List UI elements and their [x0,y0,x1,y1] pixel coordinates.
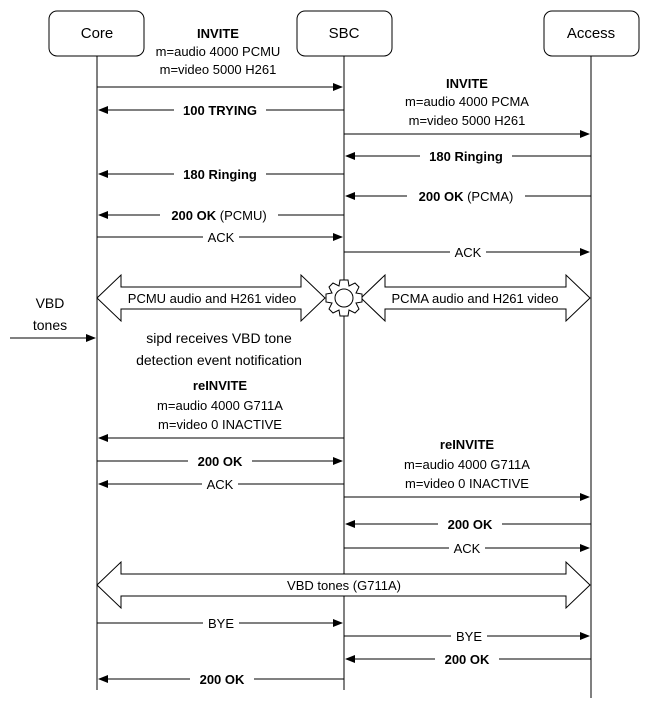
bye-core-label: BYE [208,616,234,631]
bye-access-label: BYE [456,629,482,644]
ack2-sbc-to-access: ACK [344,540,590,556]
media-left-label: PCMU audio and H261 video [128,291,296,306]
ringing-access-to-sbc: 180 Ringing [345,148,591,164]
invite2-title: INVITE [446,76,488,91]
trying-label: 100 TRYING [183,103,257,118]
invite1-sdp-video: m=video 5000 H261 [160,62,277,77]
ringing-core-label: 180 Ringing [183,167,257,182]
ok3-access-label: 200 OK [445,652,490,667]
ok2-core-label: 200 OK [198,454,243,469]
core-label: Core [81,25,114,42]
vbd-label-line2: tones [33,317,67,333]
ok3-sbc-to-core: 200 OK [98,671,344,687]
ringing-access-label: 180 Ringing [429,149,503,164]
ack-core-label: ACK [208,230,235,245]
reinvite-sbc-to-access: reINVITE m=audio 4000 G711A m=video 0 IN… [344,437,590,501]
ok2-core-to-sbc: 200 OK [97,453,343,469]
participant-core: Core [48,10,145,57]
media-stream-sbc-access: PCMA audio and H261 video [360,273,591,323]
reinvite-core-sdp-audio: m=audio 4000 G711A [157,398,283,413]
ack2-sbc-to-core: ACK [98,476,344,492]
ringing-sbc-to-core: 180 Ringing [98,166,344,182]
ok3-access-to-sbc: 200 OK [345,651,591,667]
invite2-sdp-video: m=video 5000 H261 [409,113,526,128]
reinvite-access-sdp-video: m=video 0 INACTIVE [405,476,529,491]
detection-note: sipd receives VBD tone detection event n… [136,330,302,368]
ok-core-label: 200 OK (PCMU) [171,208,266,223]
media-stream-core-sbc: PCMU audio and H261 video [96,273,326,323]
ok-access-label: 200 OK (PCMA) [419,189,514,204]
invite2-sdp-audio: m=audio 4000 PCMA [405,94,529,109]
ok2-access-label: 200 OK [448,517,493,532]
vbd-stream: VBD tones (G711A) [96,560,591,610]
invite-core-to-sbc: INVITE m=audio 4000 PCMU m=video 5000 H2… [97,26,343,91]
media-right-arrow [360,273,591,323]
bye-sbc-to-access: BYE [344,628,590,644]
media-right-label: PCMA audio and H261 video [392,291,559,306]
ack-sbc-to-access: ACK [344,244,590,260]
reinvite-sbc-to-core: reINVITE m=audio 4000 G711A m=video 0 IN… [98,378,344,442]
ack2-access-label: ACK [454,541,481,556]
gear-icon [325,279,363,317]
ok2-access-to-sbc: 200 OK [345,516,591,532]
vbd-label-line1: VBD [36,295,65,311]
vbd-tones-input: VBD tones [10,295,96,342]
ok-sbc-to-core: 200 OK (PCMU) [98,207,344,223]
ok-access-to-sbc: 200 OK (PCMA) [345,188,591,204]
sbc-label: SBC [329,25,360,42]
reinvite-core-title: reINVITE [193,378,248,393]
ok3-core-label: 200 OK [200,672,245,687]
ack-core-to-sbc: ACK [97,229,343,245]
invite1-title: INVITE [197,26,239,41]
ack-access-label: ACK [455,245,482,260]
participant-sbc: SBC [296,10,393,57]
trying-sbc-to-core: 100 TRYING [98,102,344,118]
note-line2: detection event notification [136,352,302,368]
note-line1: sipd receives VBD tone [146,330,292,346]
invite-sbc-to-access: INVITE m=audio 4000 PCMA m=video 5000 H2… [344,76,590,138]
bye-core-to-sbc: BYE [97,615,343,631]
reinvite-access-sdp-audio: m=audio 4000 G711A [404,457,530,472]
reinvite-access-title: reINVITE [440,437,495,452]
participant-access: Access [543,10,640,57]
vbd-stream-label: VBD tones (G711A) [287,578,401,593]
ack2-core-label: ACK [207,477,234,492]
access-label: Access [567,25,615,42]
invite1-sdp-audio: m=audio 4000 PCMU [156,44,281,59]
reinvite-core-sdp-video: m=video 0 INACTIVE [158,417,282,432]
media-left-arrow [96,273,326,323]
vbd-stream-arrow [96,560,591,610]
